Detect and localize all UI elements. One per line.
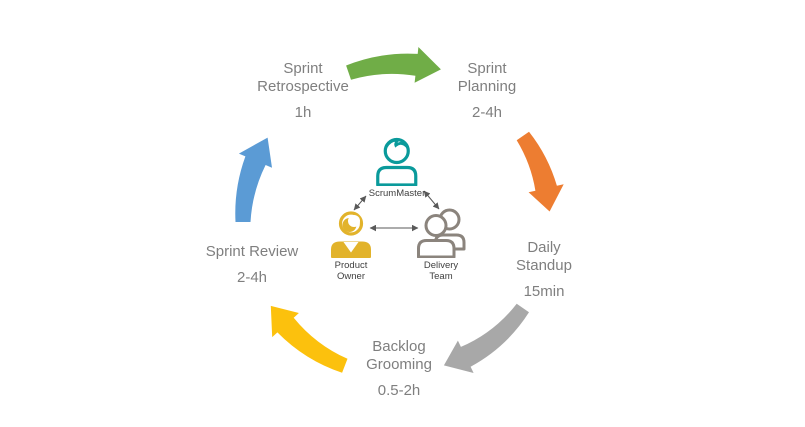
stage-label-line: Grooming bbox=[366, 356, 432, 373]
stage-label-line: Planning bbox=[457, 78, 517, 95]
stage-sprint-review: Sprint Review 2-4h bbox=[206, 243, 299, 287]
delivery-team-icon bbox=[417, 208, 466, 258]
scrummaster-productowner-connector bbox=[353, 195, 367, 211]
stage-label-line: Sprint bbox=[283, 60, 323, 77]
stage-duration: 2-4h bbox=[236, 269, 268, 286]
stage-duration: 1h bbox=[294, 104, 312, 121]
product-owner-icon bbox=[331, 211, 371, 258]
role-label-line: Owner bbox=[337, 270, 365, 282]
stage-duration: 0.5-2h bbox=[377, 382, 421, 399]
stage-label-line: Sprint bbox=[467, 60, 507, 77]
role-scrum-master: ScrumMaster bbox=[369, 136, 425, 200]
arrow-daily-standup-to-backlog-grooming bbox=[443, 303, 529, 373]
scrum-master-icon bbox=[376, 137, 418, 186]
role-label-line: Product bbox=[334, 260, 368, 271]
stage-label-line: Sprint Review bbox=[205, 243, 299, 260]
stage-duration: 15min bbox=[523, 283, 565, 300]
stage-sprint-retrospective: Sprint Retrospective 1h bbox=[257, 60, 349, 122]
scrummaster-deliveryteam-connector bbox=[423, 190, 440, 210]
role-delivery-team: Delivery Team bbox=[414, 207, 468, 282]
role-label-line: Team bbox=[429, 270, 453, 282]
stage-label-line: Daily bbox=[527, 239, 561, 256]
arrow-sprint-retrospective-to-sprint-planning bbox=[346, 47, 441, 83]
arrow-sprint-review-to-sprint-retrospective bbox=[235, 137, 272, 222]
stage-label-line: Retrospective bbox=[257, 78, 349, 95]
role-label-line: Delivery bbox=[423, 260, 459, 271]
role-label-line: ScrumMaster bbox=[368, 188, 426, 199]
stage-sprint-planning: Sprint Planning 2-4h bbox=[458, 60, 516, 122]
arrow-sprint-planning-to-daily-standup bbox=[516, 131, 564, 212]
stage-daily-standup: Daily Standup 15min bbox=[516, 239, 572, 301]
role-product-owner: Product Owner bbox=[329, 210, 373, 282]
stage-label-line: Backlog bbox=[372, 338, 426, 355]
arrow-backlog-grooming-to-sprint-review bbox=[270, 305, 348, 373]
stage-duration: 2-4h bbox=[471, 104, 503, 121]
stage-label-line: Standup bbox=[516, 257, 572, 274]
stage-backlog-grooming: Backlog Grooming 0.5-2h bbox=[366, 338, 432, 400]
